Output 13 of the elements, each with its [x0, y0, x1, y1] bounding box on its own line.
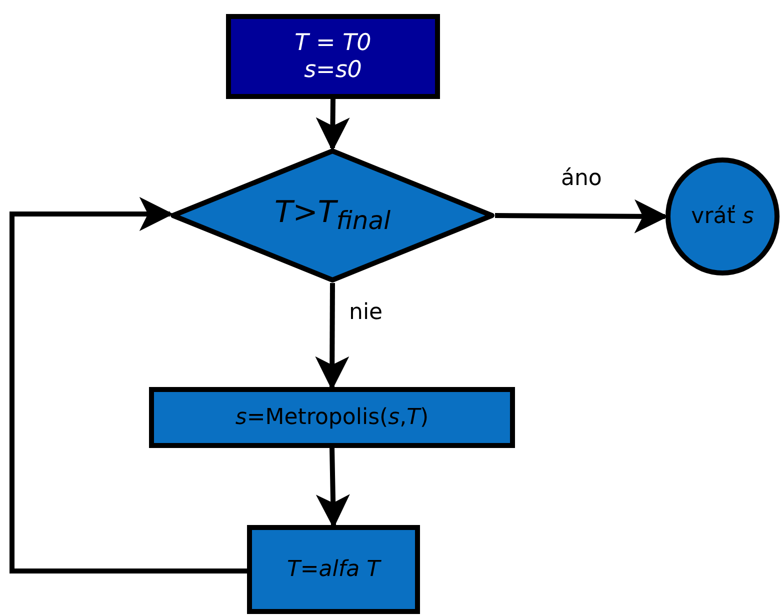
process-box	[247, 525, 420, 614]
decision-diamond	[170, 148, 495, 283]
arrow	[316, 98, 350, 152]
node-text: vráť s	[691, 204, 754, 230]
node-text: s=Metropolis(s,T)	[235, 404, 429, 430]
start-box	[226, 14, 440, 99]
node-text: T = T0	[294, 30, 372, 56]
node-text: T>T$_{final}$	[274, 196, 391, 236]
end-circle	[665, 157, 780, 276]
arrow	[10, 197, 247, 574]
process-box	[149, 387, 515, 448]
node-text: s=s0	[304, 56, 362, 83]
node-text: T=alfa T	[286, 556, 380, 582]
